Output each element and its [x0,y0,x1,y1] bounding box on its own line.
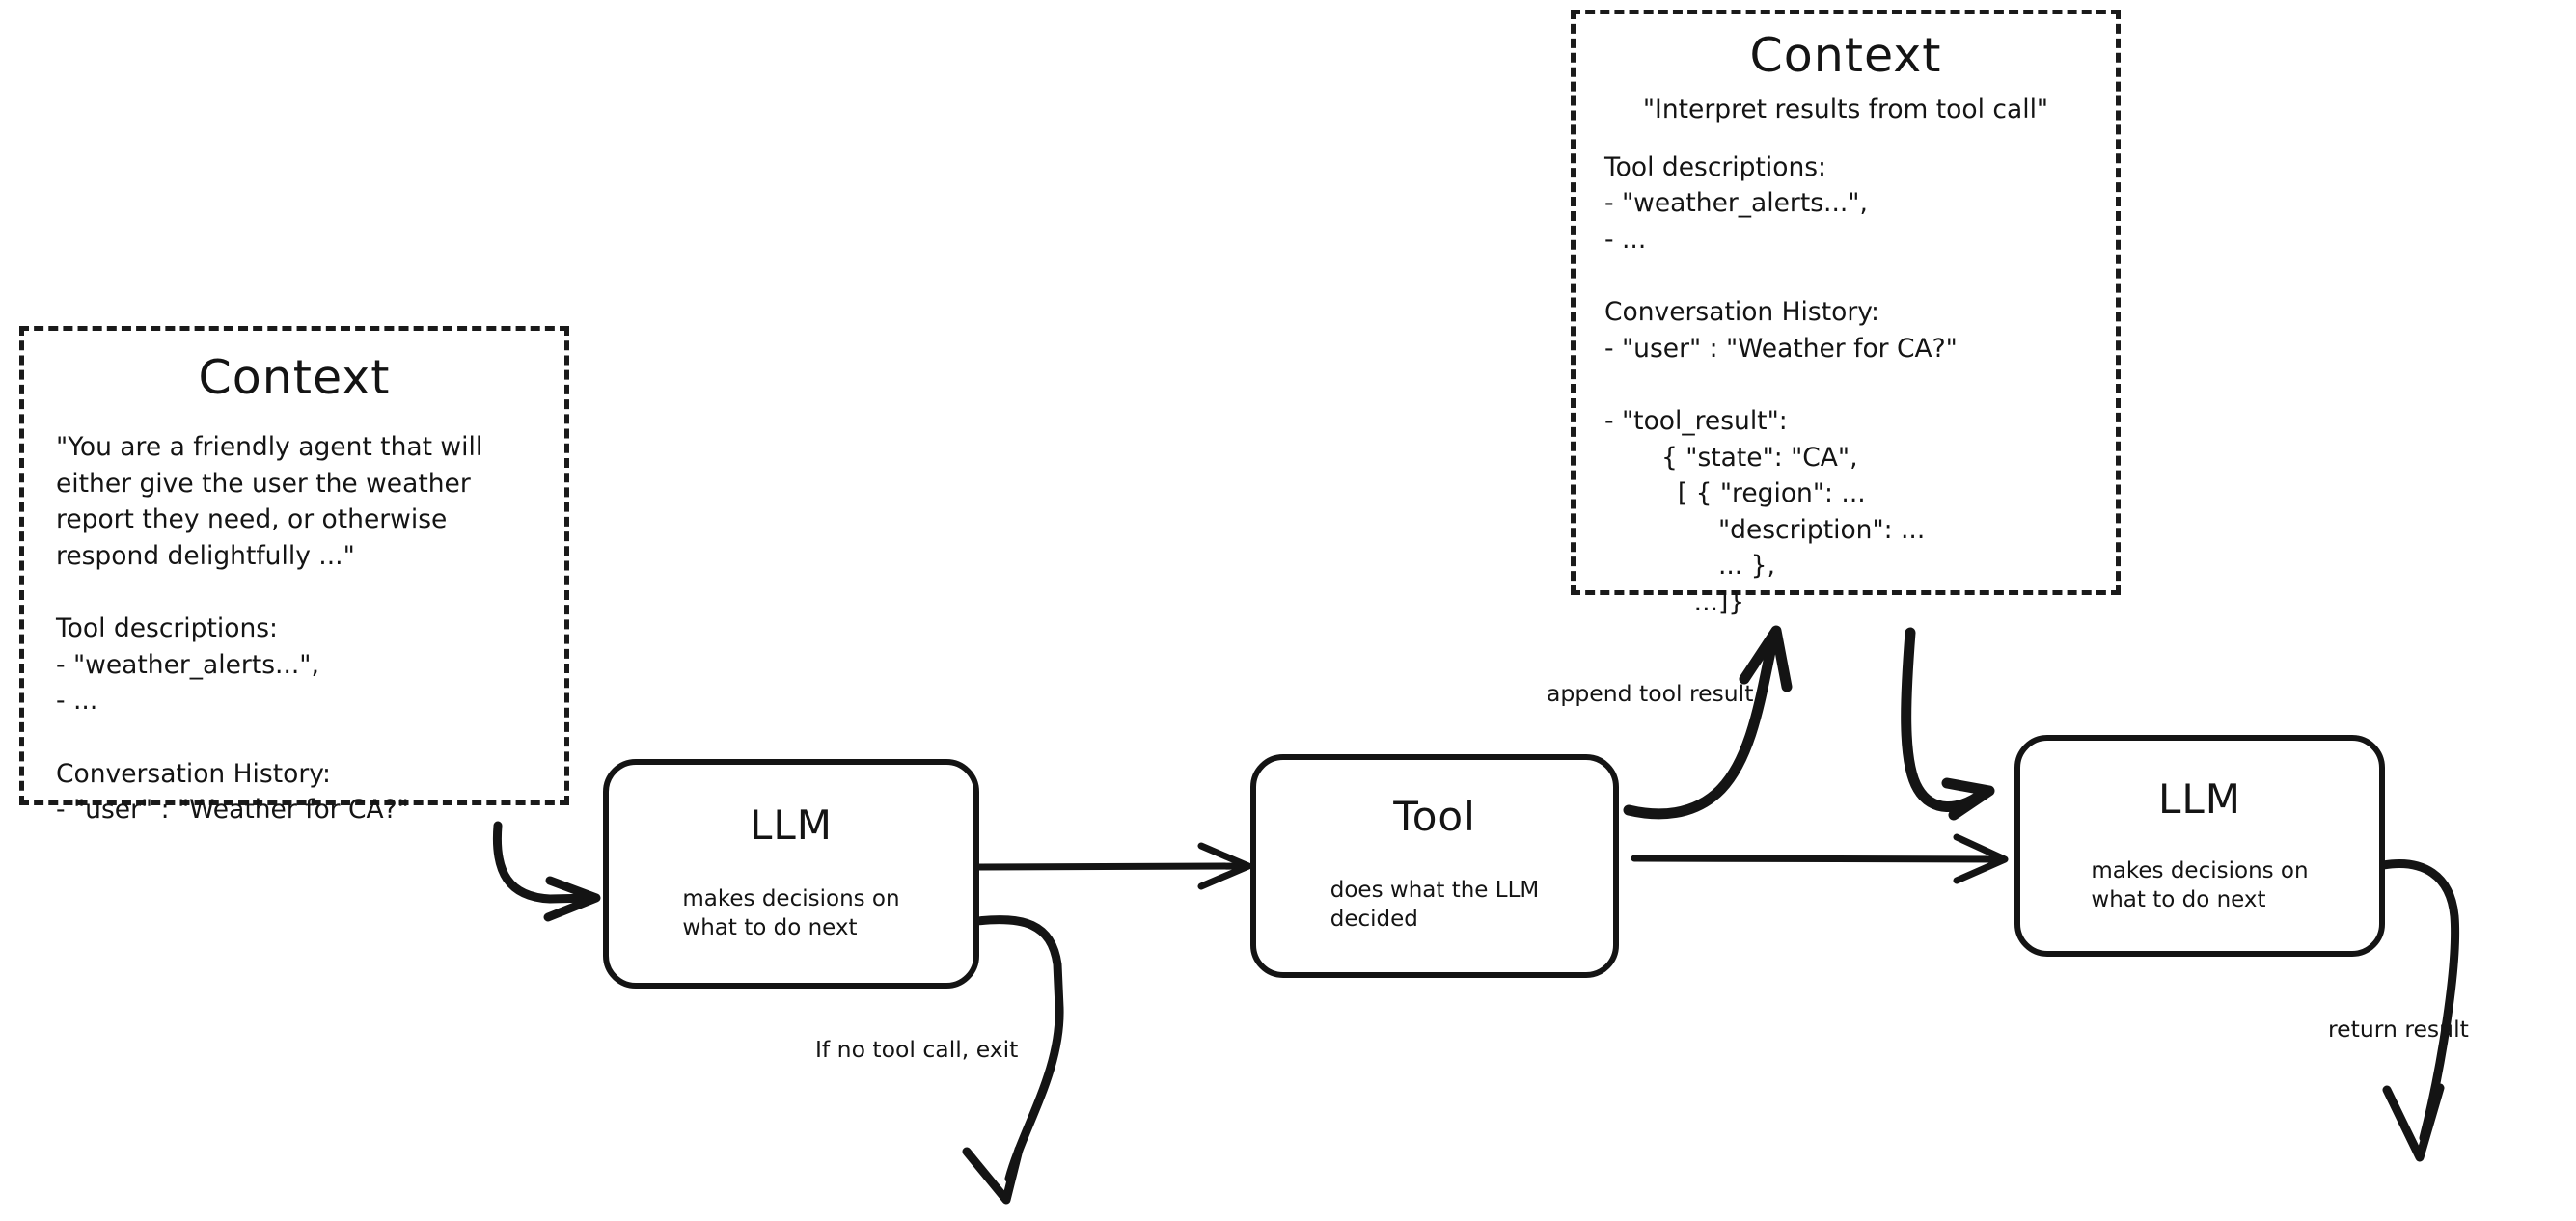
edge-label-return-result: return result [2328,1016,2469,1043]
context-right-prompt: "Interpret results from tool call" [1642,94,2049,124]
context-box-after-tool: Context "Interpret results from tool cal… [1571,10,2121,617]
node-tool-title: Tool [1393,793,1476,840]
node-llm-first[interactable]: LLM makes decisions on what to do next [603,759,979,989]
node-tool-subtitle: does what the LLM decided [1329,878,1540,933]
context-right-body: Tool descriptions: - "weather_alerts..."… [1604,151,1958,618]
edge-llm1-to-tool [967,842,1252,890]
edge-context-to-llm2 [1901,627,1995,821]
context-box-initial: Context "You are a friendly agent that w… [19,326,569,825]
context-right-title: Context [1749,28,1942,83]
edge-label-if-no-tool-call-exit: If no tool call, exit [815,1036,1019,1063]
node-llm-second-title: LLM [2157,775,2242,823]
edge-tool-to-context [1623,625,1793,820]
node-llm-first-subtitle: makes decisions on what to do next [682,886,900,941]
context-left-body: "You are a friendly agent that will eith… [56,431,483,826]
edge-context-to-llm1 [492,821,601,922]
node-tool[interactable]: Tool does what the LLM decided [1250,754,1619,978]
edge-llm2-return [2378,859,2460,1162]
edge-label-append-tool-result: append tool result [1547,680,1754,707]
node-llm-second-subtitle: makes decisions on what to do next [2091,858,2309,913]
node-llm-first-title: LLM [749,801,834,849]
node-llm-second[interactable]: LLM makes decisions on what to do next [2014,735,2385,957]
edge-tool-to-llm2 [1631,833,2009,884]
context-left-title: Context [198,350,391,405]
